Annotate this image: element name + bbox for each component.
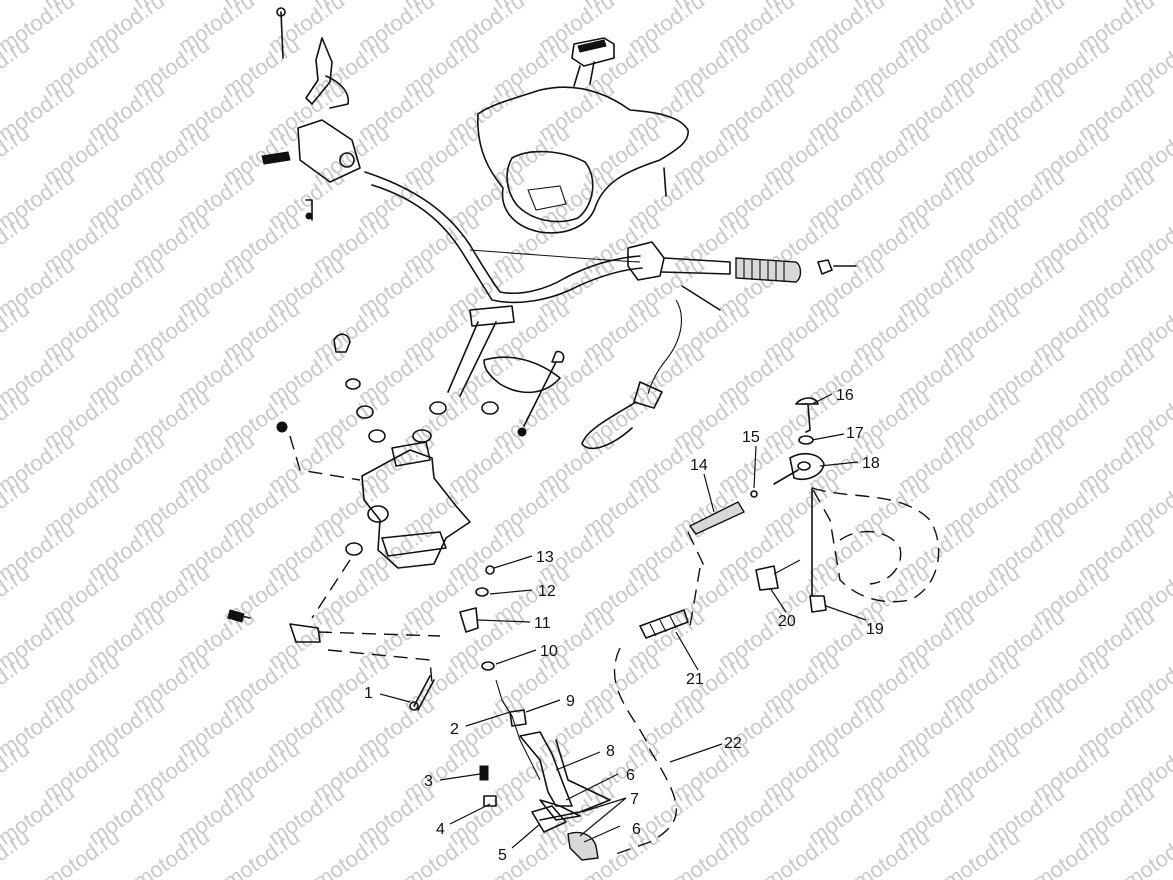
callout-20: 20 bbox=[778, 613, 796, 630]
callout-19: 19 bbox=[866, 621, 884, 638]
callout-21: 21 bbox=[686, 671, 704, 688]
watermark-text: motod.ru bbox=[849, 824, 934, 880]
watermark-text: motod.ru bbox=[939, 824, 1024, 880]
watermark-text: motod.ru bbox=[1029, 824, 1114, 880]
watermark-text: motod.ru bbox=[129, 824, 214, 880]
callout-7: 7 bbox=[630, 791, 639, 808]
callout-13: 13 bbox=[536, 549, 554, 566]
callout-6b: 6 bbox=[632, 821, 641, 838]
watermark-text: motod.ru bbox=[759, 824, 844, 880]
watermark-text: motod.ru bbox=[669, 824, 754, 880]
callout-14: 14 bbox=[690, 457, 708, 474]
callout-18: 18 bbox=[862, 455, 880, 472]
callout-11: 11 bbox=[534, 615, 551, 632]
speedometer-cable-assembly bbox=[609, 397, 940, 857]
watermark-text: motod.ru bbox=[39, 824, 124, 880]
callout-2: 2 bbox=[450, 721, 459, 738]
callout-17: 17 bbox=[846, 425, 864, 442]
callout-4: 4 bbox=[436, 821, 445, 838]
callout-1: 1 bbox=[364, 685, 373, 702]
callout-5: 5 bbox=[498, 847, 507, 864]
watermark-text: motod.ru bbox=[1119, 824, 1173, 880]
callout-15: 15 bbox=[742, 429, 760, 446]
callout-9: 9 bbox=[566, 693, 575, 710]
watermark-text: motod.ru bbox=[219, 824, 304, 880]
leader-lines bbox=[379, 393, 867, 849]
watermark-text: motod.ru bbox=[309, 824, 394, 880]
callout-10: 10 bbox=[540, 643, 558, 660]
callout-12: 12 bbox=[538, 583, 556, 600]
callout-labels: 1 2 3 4 5 6 6 7 8 9 10 11 12 13 14 15 16… bbox=[364, 387, 884, 864]
callout-16: 16 bbox=[836, 387, 854, 404]
handlebar-assembly bbox=[261, 7, 857, 450]
callout-6a: 6 bbox=[626, 767, 635, 784]
callout-8: 8 bbox=[606, 743, 615, 760]
callout-3: 3 bbox=[424, 773, 433, 790]
callout-22: 22 bbox=[724, 735, 742, 752]
